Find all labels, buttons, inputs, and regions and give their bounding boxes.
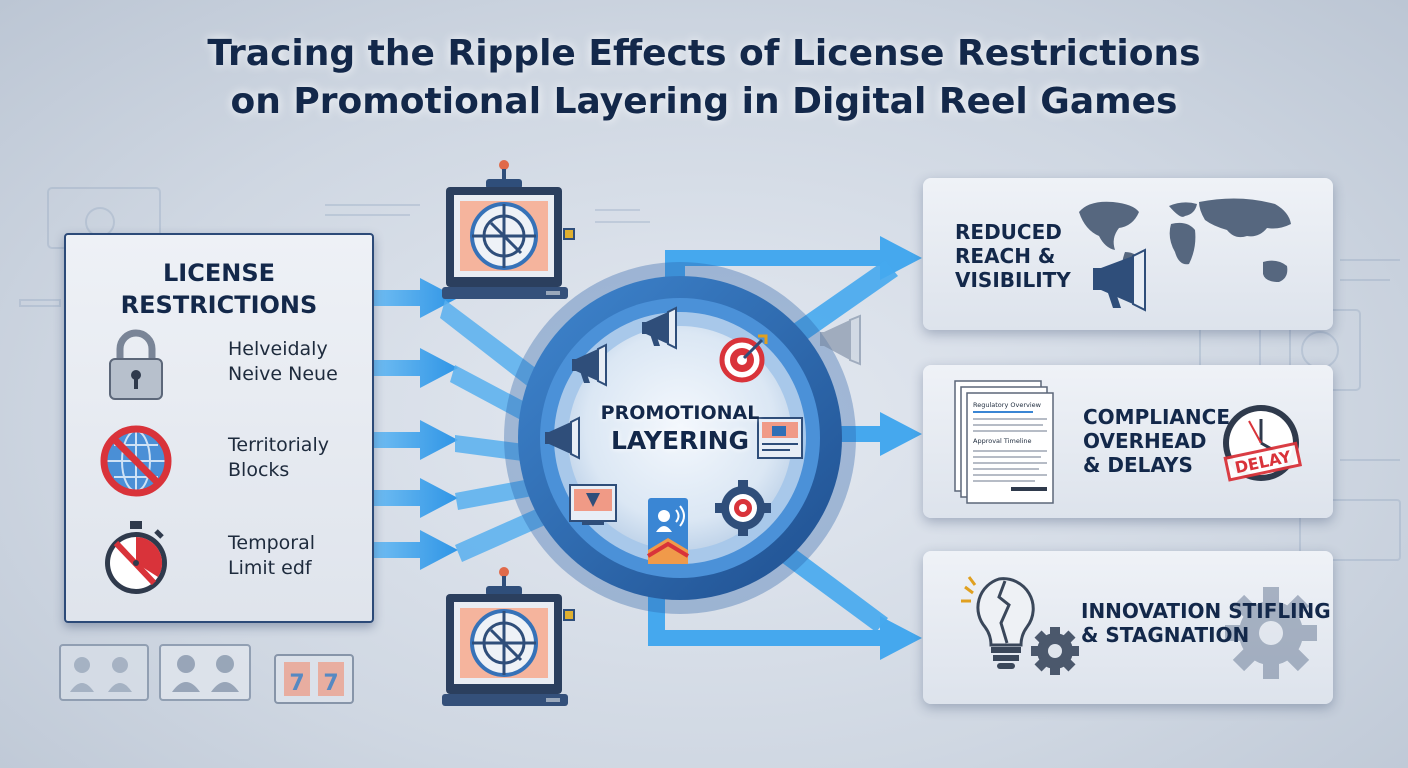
megaphone-icon (820, 314, 861, 366)
license-restrictions-title: LICENSE RESTRICTIONS (66, 257, 372, 321)
stopwatch-icon (105, 521, 167, 594)
outcome-line-1: REDUCED (955, 220, 1062, 244)
license-restrictions-panel: LICENSE RESTRICTIONS Helveidaly Neive Ne… (64, 233, 374, 623)
restriction-label: Territorialy Blocks (228, 433, 368, 483)
converging-connector-bands (440, 300, 552, 562)
promotional-layering-label: PROMOTIONAL LAYERING (560, 400, 800, 456)
panel-title-line-2: RESTRICTIONS (120, 291, 318, 319)
input-arrow-3 (358, 420, 458, 460)
restriction-item-3: Temporal Limit edf (96, 519, 366, 599)
svg-text:7: 7 (323, 671, 338, 696)
restriction-label: Temporal Limit edf (228, 531, 368, 581)
document-subheading: Approval Timeline (973, 437, 1032, 445)
output-arrow-innovation (648, 560, 922, 660)
promo-screen-icon (569, 484, 617, 525)
outcome-line-1: COMPLIANCE (1083, 405, 1230, 429)
outcome-label: COMPLIANCE OVERHEAD & DELAYS (1083, 405, 1230, 477)
delay-clock-icon: DELAY (1223, 405, 1303, 482)
output-arrow-reach (665, 236, 922, 310)
world-map-megaphone-icon (1079, 198, 1291, 312)
outcome-line-3: VISIBILITY (955, 268, 1071, 292)
input-arrow-1 (358, 278, 458, 318)
outcome-line-3: & DELAYS (1083, 453, 1193, 477)
restriction-line-2: Blocks (228, 459, 290, 481)
input-arrow-2 (358, 348, 458, 388)
restriction-line-1: Territorialy (228, 434, 329, 456)
large-gear-icon (1225, 587, 1317, 679)
title-line-1: Tracing the Ripple Effects of License Re… (207, 33, 1201, 74)
promo-banner-icon (757, 417, 803, 459)
outcome-reduced-reach: REDUCED REACH & VISIBILITY (923, 178, 1333, 330)
gear-target-icon (715, 480, 771, 536)
page-title: Tracing the Ripple Effects of License Re… (0, 30, 1408, 126)
svg-text:7: 7 (289, 671, 304, 696)
restriction-line-2: Neive Neue (228, 363, 338, 385)
input-arrows (358, 278, 458, 570)
restriction-line-1: Helveidaly (228, 338, 328, 360)
outcome-line-2: REACH & (955, 244, 1056, 268)
outcome-label: REDUCED REACH & VISIBILITY (955, 220, 1071, 292)
target-icon (719, 334, 768, 383)
reel-machine-icon (442, 160, 575, 299)
decorative-image-tiles-icon: 7 7 (59, 644, 354, 704)
center-label-line-2: LAYERING (610, 426, 750, 455)
document-heading: Regulatory Overview (973, 401, 1042, 409)
restriction-item-1: Helveidaly Neive Neue (96, 325, 366, 405)
user-badge-icon (646, 498, 690, 564)
center-label-line-1: PROMOTIONAL (600, 402, 760, 424)
broken-lightbulb-gears-icon (961, 576, 1079, 675)
output-arrow-reach-diagonal (770, 260, 898, 355)
outcome-line-2: & STAGNATION (1081, 623, 1250, 647)
title-line-2: on Promotional Layering in Digital Reel … (230, 81, 1178, 122)
input-arrow-4 (358, 478, 458, 518)
outcome-line-1: INNOVATION STIFLING (1081, 599, 1331, 623)
outcome-compliance-overhead: Regulatory Overview Approval Timeline CO… (923, 365, 1333, 518)
megaphone-icon (642, 306, 677, 350)
blocked-globe-icon (100, 425, 172, 497)
padlock-icon (109, 329, 163, 400)
documents-clock-icon: Regulatory Overview Approval Timeline (954, 380, 1054, 504)
restriction-line-1: Temporal (228, 532, 315, 554)
outcome-line-2: OVERHEAD (1083, 429, 1207, 453)
megaphone-icon (572, 343, 607, 387)
megaphone-icon (545, 416, 580, 460)
output-arrow-compliance (815, 412, 922, 456)
input-arrow-5 (358, 530, 458, 570)
restriction-label: Helveidaly Neive Neue (228, 337, 368, 387)
restriction-line-2: Limit edf (228, 557, 312, 579)
outcome-innovation-stifling: INNOVATION STIFLING & STAGNATION (923, 551, 1333, 704)
restriction-item-2: Territorialy Blocks (96, 421, 366, 501)
outcome-label: INNOVATION STIFLING & STAGNATION (1081, 599, 1331, 647)
reel-machine-icon (442, 567, 575, 706)
panel-title-line-1: LICENSE (163, 259, 275, 287)
